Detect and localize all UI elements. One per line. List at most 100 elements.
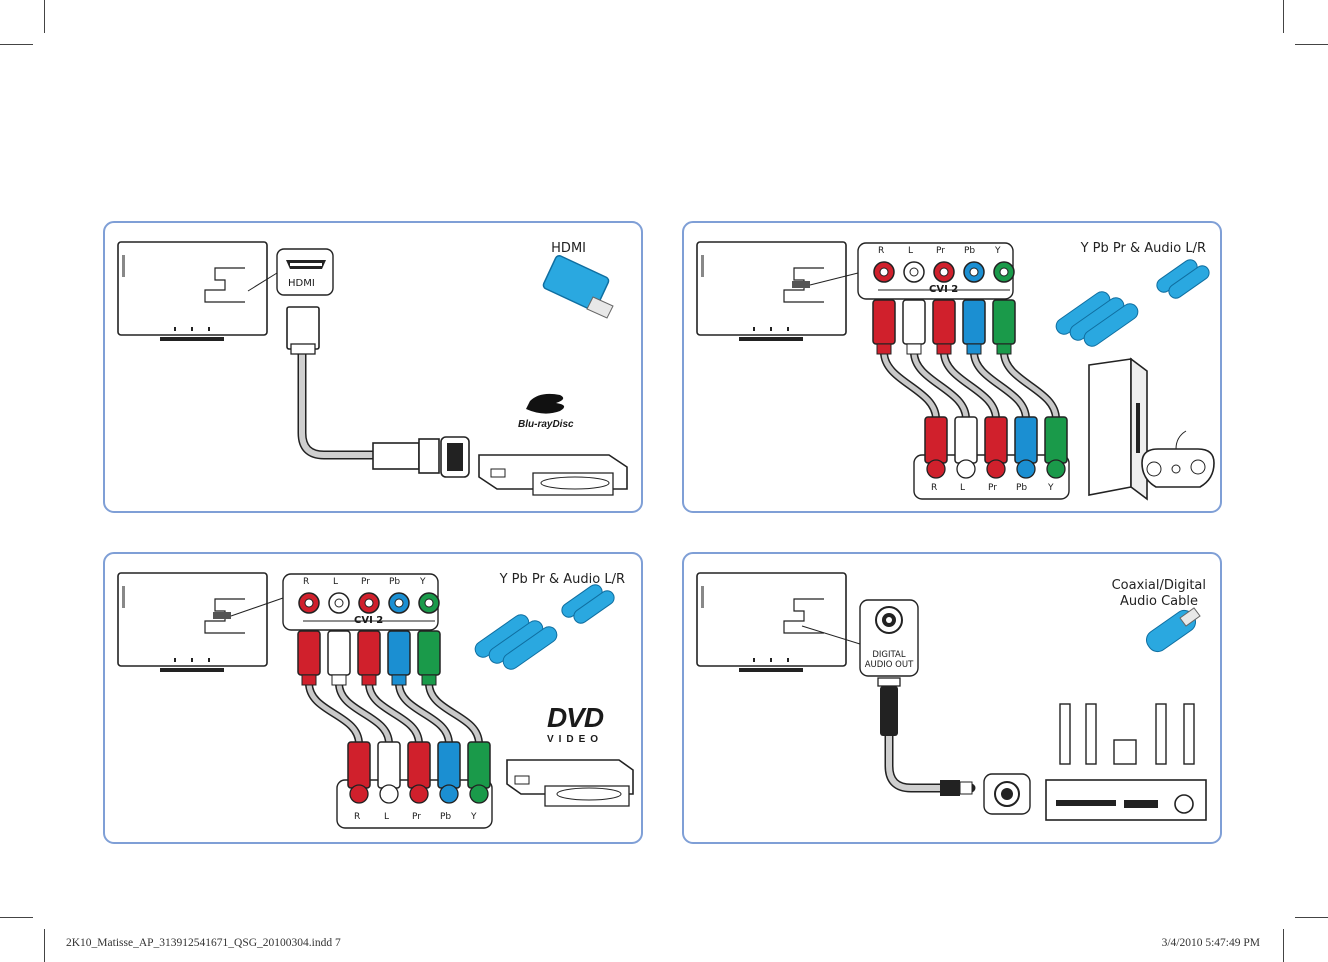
rca-cable-fill	[366, 682, 422, 745]
rca-plug-tip	[361, 674, 377, 686]
rca-plug-tip	[331, 674, 347, 686]
rca-jack-center	[939, 267, 949, 277]
hdmi-port-label: HDMI	[288, 278, 315, 289]
port-label: L	[908, 246, 914, 256]
rca-plug	[377, 741, 401, 789]
dvd-logo-sub: VIDEO	[546, 734, 604, 745]
port-label: Pr	[361, 577, 370, 587]
rca-cable-fill	[971, 351, 1029, 420]
rca-plug	[297, 630, 321, 676]
crop-mark	[44, 0, 45, 33]
hdmi-plug-icon	[542, 254, 614, 319]
rca-jack	[986, 459, 1006, 479]
crop-mark	[44, 929, 45, 962]
rca-cable-fill	[941, 351, 999, 420]
bus-label: CVI 2	[929, 284, 959, 295]
rca-jack-center	[999, 267, 1009, 277]
port-label: Y	[995, 246, 1001, 256]
crop-mark	[0, 44, 33, 45]
crop-mark	[1295, 917, 1328, 918]
rca-plug	[1014, 416, 1038, 464]
rca-plug-tip	[996, 343, 1012, 355]
tv-icon	[696, 572, 847, 672]
port-label-line2: AUDIO OUT	[864, 660, 914, 670]
coaxial-cable-icon	[1146, 607, 1201, 653]
rca-plug	[962, 299, 986, 345]
rca-jack-center	[304, 598, 314, 608]
rca-cable-fill	[911, 351, 969, 420]
digital-audio-out-label: DIGITAL AUDIO OUT	[862, 650, 916, 670]
port-label-line1: DIGITAL	[872, 650, 906, 660]
port-label: Y	[1048, 483, 1054, 493]
rca-plug	[347, 741, 371, 789]
port-label: R	[878, 246, 885, 256]
rca-plug	[437, 741, 461, 789]
rca-jack	[469, 784, 489, 804]
rca-plug-tip	[906, 343, 922, 355]
rca-cable-fill	[336, 682, 392, 745]
rca-plug-tip	[391, 674, 407, 686]
coaxial-diagram	[696, 572, 1207, 821]
port-label: L	[960, 483, 966, 493]
rca-jack-center	[364, 598, 374, 608]
dvd-player-icon	[506, 759, 634, 807]
port-label: Y	[420, 577, 426, 587]
panel-title: HDMI	[551, 241, 586, 256]
panel-coaxial: Coaxial/Digital Audio Cable DIGITAL AUDI…	[682, 552, 1222, 844]
dvd-logo-main: DVD	[546, 702, 604, 733]
crop-mark	[1283, 0, 1284, 33]
rca-jack	[1016, 459, 1036, 479]
rca-jack	[439, 784, 459, 804]
bluray-player-icon	[478, 454, 628, 496]
game-console-icon	[1088, 357, 1148, 501]
rca-plug	[467, 741, 491, 789]
rca-cable-icon-small	[1156, 259, 1210, 299]
rca-cable-fill	[1001, 351, 1059, 420]
footer-timestamp: 3/4/2010 5:47:49 PM	[1161, 937, 1260, 949]
rca-cable-fill	[881, 351, 939, 420]
bluray-logo	[526, 393, 565, 414]
panel-title: Y Pb Pr & Audio L/R	[1080, 241, 1206, 256]
rca-cable-icon-small	[561, 584, 615, 624]
port-label: R	[303, 577, 310, 587]
ypbpr-dvd-diagram	[117, 572, 634, 829]
port-label: Pb	[1016, 483, 1028, 493]
rca-jack-center	[879, 267, 889, 277]
port-label: Pb	[964, 246, 976, 256]
panel-title-line1: Coaxial/Digital	[1111, 578, 1206, 593]
tv-icon	[696, 241, 847, 341]
rca-plug	[387, 630, 411, 676]
rca-plug	[902, 299, 926, 345]
rca-plug	[357, 630, 381, 676]
port-label: Pr	[936, 246, 945, 256]
port-label: R	[931, 483, 938, 493]
ypbpr-console-diagram	[696, 241, 1215, 501]
port-label: L	[333, 577, 339, 587]
rca-plug	[924, 416, 948, 464]
panel-ypbpr-console: Y Pb Pr & Audio L/R CVI 2 R L Pr Pb Y R …	[682, 221, 1222, 513]
rca-plug	[992, 299, 1016, 345]
rca-cable-icon-large	[474, 614, 558, 670]
rca-plug-tip	[301, 674, 317, 686]
rca-cable-fill	[426, 682, 482, 745]
rca-plug	[954, 416, 978, 464]
rca-plug	[327, 630, 351, 676]
rca-cable-fill	[306, 682, 362, 745]
rca-plug	[407, 741, 431, 789]
rca-plug-tip	[876, 343, 892, 355]
gamepad-icon	[1141, 430, 1215, 488]
port-label: Y	[471, 812, 477, 822]
bluray-logo-text: Blu-rayDisc	[518, 419, 574, 430]
rca-cable-icon-large	[1055, 291, 1139, 347]
panel-ypbpr-dvd: Y Pb Pr & Audio L/R CVI 2 DVD VIDEO R L …	[103, 552, 643, 844]
rca-plug	[984, 416, 1008, 464]
home-theater-icon	[1045, 779, 1207, 821]
rca-plug	[932, 299, 956, 345]
rca-jack	[349, 784, 369, 804]
rca-jack	[956, 459, 976, 479]
port-label: Pb	[440, 812, 452, 822]
rca-jack-center	[334, 598, 344, 608]
rca-plug-tip	[936, 343, 952, 355]
port-label: Pb	[389, 577, 401, 587]
panel-title: Y Pb Pr & Audio L/R	[499, 572, 625, 587]
